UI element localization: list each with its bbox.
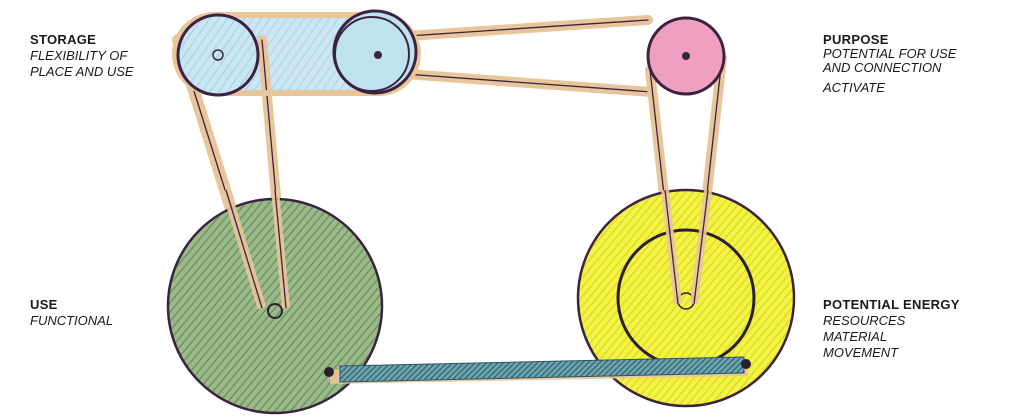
purpose-title: PURPOSE: [823, 32, 889, 47]
storage-line-1: FLEXIBILITY OF: [30, 48, 134, 64]
purpose-pulley: [648, 18, 724, 94]
use-title: USE: [30, 297, 58, 312]
storage-label: STORAGE FLEXIBILITY OF PLACE AND USE: [30, 32, 134, 80]
energy-label: POTENTIAL ENERGY RESOURCES MATERIAL MOVE…: [823, 297, 960, 361]
purpose-line-1: POTENTIAL FOR USE: [823, 48, 956, 60]
energy-line-1: RESOURCES: [823, 313, 960, 329]
storage-line-2: PLACE AND USE: [30, 64, 134, 80]
storage-pulley-left: [178, 15, 258, 95]
energy-line-3: MOVEMENT: [823, 345, 960, 361]
use-label: USE FUNCTIONAL: [30, 297, 113, 329]
storage-title: STORAGE: [30, 32, 96, 47]
use-line-1: FUNCTIONAL: [30, 313, 113, 329]
storage-pulley-right: [334, 11, 416, 93]
energy-line-2: MATERIAL: [823, 329, 960, 345]
purpose-line-3: ACTIVATE: [823, 80, 956, 96]
purpose-line-2: AND CONNECTION: [823, 60, 956, 76]
energy-title: POTENTIAL ENERGY: [823, 297, 960, 312]
purpose-label: PURPOSE POTENTIAL FOR USE AND CONNECTION…: [823, 32, 956, 96]
